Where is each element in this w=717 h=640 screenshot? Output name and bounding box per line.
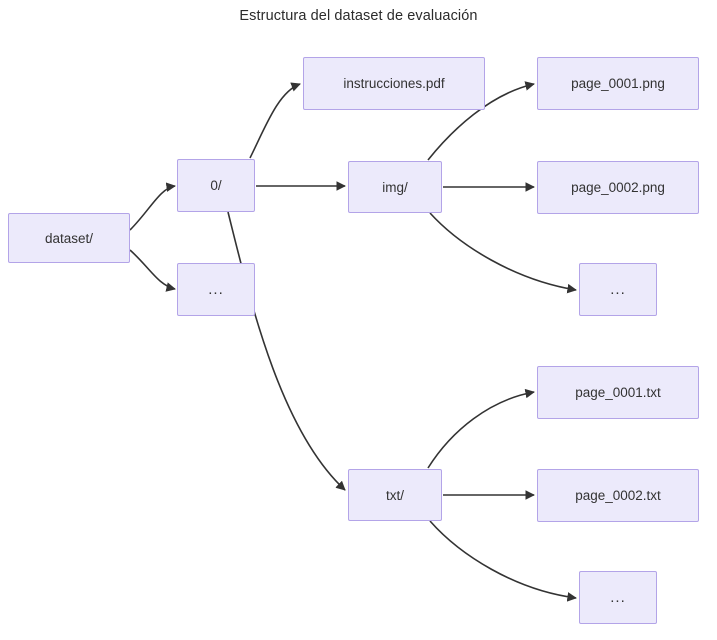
node-label: txt/ (385, 487, 404, 503)
node-label: ... (208, 281, 224, 298)
edge-txt-to-dots_txt (429, 520, 577, 602)
node-img[interactable]: img/ (348, 161, 442, 213)
node-label: instrucciones.pdf (343, 76, 445, 91)
diagram-title: Estructura del dataset de evaluación (239, 8, 478, 24)
node-label: page_0001.png (571, 76, 665, 91)
node-label: page_0001.txt (575, 385, 661, 400)
edge-img-to-png1 (427, 81, 535, 161)
node-txt[interactable]: txt/ (348, 469, 442, 521)
node-label: ... (610, 281, 626, 298)
edge-dataset-to-dots_root (129, 249, 176, 292)
edge-zero-to-txt (227, 211, 346, 491)
edges (129, 81, 577, 602)
node-dots_txt[interactable]: ... (579, 571, 657, 624)
node-label: dataset/ (44, 230, 94, 246)
node-zero[interactable]: 0/ (177, 159, 255, 212)
node-label: 0/ (210, 178, 222, 193)
node-label: page_0002.png (571, 180, 665, 195)
edge-zero-to-instrucciones (249, 82, 301, 159)
node-instrucciones[interactable]: instrucciones.pdf (303, 57, 485, 110)
node-dots_root[interactable]: ... (177, 263, 255, 316)
node-label: ... (610, 589, 626, 606)
edge-img-to-dots_img (429, 212, 577, 294)
node-label: page_0002.txt (575, 488, 661, 503)
node-dots_img[interactable]: ... (579, 263, 657, 316)
edge-dataset-to-zero (129, 182, 176, 231)
node-txt1[interactable]: page_0001.txt (537, 366, 699, 419)
node-dataset[interactable]: dataset/ (8, 213, 130, 263)
node-txt2[interactable]: page_0002.txt (537, 469, 699, 522)
edge-txt-to-txt1 (427, 388, 535, 469)
node-png1[interactable]: page_0001.png (537, 57, 699, 110)
node-png2[interactable]: page_0002.png (537, 161, 699, 214)
node-label: img/ (382, 179, 408, 195)
